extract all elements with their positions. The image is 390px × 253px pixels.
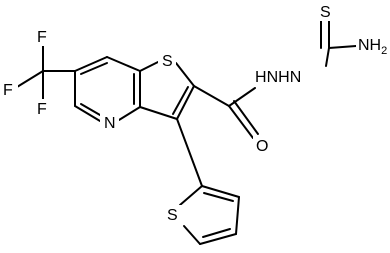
bond-thiophene-c4-c5	[199, 233, 237, 245]
thieno-sulfur-label: S	[162, 53, 173, 70]
bond-thieno-c2-c3-double	[172, 86, 189, 115]
amine-label: NH2	[358, 37, 387, 57]
bond-carbonyl-o-double	[233, 100, 259, 135]
thione-sulfur-label: S	[320, 4, 331, 21]
bond-thiocarbonyl-nh2	[328, 45, 357, 49]
bond-thieno-c3-c3a	[139, 106, 178, 120]
bond-thiophene-c5-s	[183, 225, 201, 245]
bond-thiophene-c4-c5-double	[202, 228, 231, 238]
bond-carbonyl-nh	[228, 87, 256, 107]
carbonyl-oxygen-label: O	[256, 138, 268, 155]
bond-thiophene-c2-c3-double	[203, 192, 234, 202]
bond-thiophene-c2-c3	[201, 185, 240, 198]
hydrazide-n2: N	[290, 69, 302, 86]
bond-thieno-c7a-s	[139, 61, 159, 72]
fluorine-left-label: F	[3, 82, 13, 99]
bond-thieno-c2-c3	[176, 85, 195, 120]
fluorine-bottom-label: F	[37, 101, 47, 118]
bond-c2-carbonyl	[193, 85, 230, 107]
bond-pyr-n-c5-double	[80, 103, 101, 116]
bond-pyr-n-c5	[74, 105, 101, 122]
bond-thiophene-c3-c4	[235, 196, 240, 235]
bond-nh-thiocarbonyl	[325, 47, 330, 67]
bond-thiophene-s-c2	[179, 185, 203, 206]
amine-nh: NH	[358, 37, 381, 54]
hydrazide-h1: H	[255, 69, 267, 86]
bonds	[16, 19, 357, 245]
bond-c3-thiophene	[176, 118, 203, 187]
bond-pyr-c3a-n	[118, 106, 141, 121]
bond-pyr-c6-c7	[74, 56, 108, 72]
pyridine-nitrogen-label: N	[104, 115, 116, 132]
hydrazide-n1: N	[267, 69, 279, 86]
fluorine-top-label: F	[37, 29, 47, 46]
hydrazide-h2: H	[278, 69, 290, 86]
bond-carbonyl-o	[228, 105, 254, 139]
thiophene-sulfur-label: S	[167, 207, 178, 224]
atom-labels: F F F S N HNHN S NH2 O S	[0, 2, 390, 224]
hydrazide-label: HNHN	[255, 69, 301, 86]
bond-thieno-s-c2	[175, 62, 195, 87]
amine-subscript: 2	[381, 45, 387, 57]
bond-pyr-c7-c7a	[106, 56, 141, 72]
bond-cf3-c-f-left	[16, 70, 44, 88]
bond-pyr-c6-c7-double	[80, 62, 108, 75]
